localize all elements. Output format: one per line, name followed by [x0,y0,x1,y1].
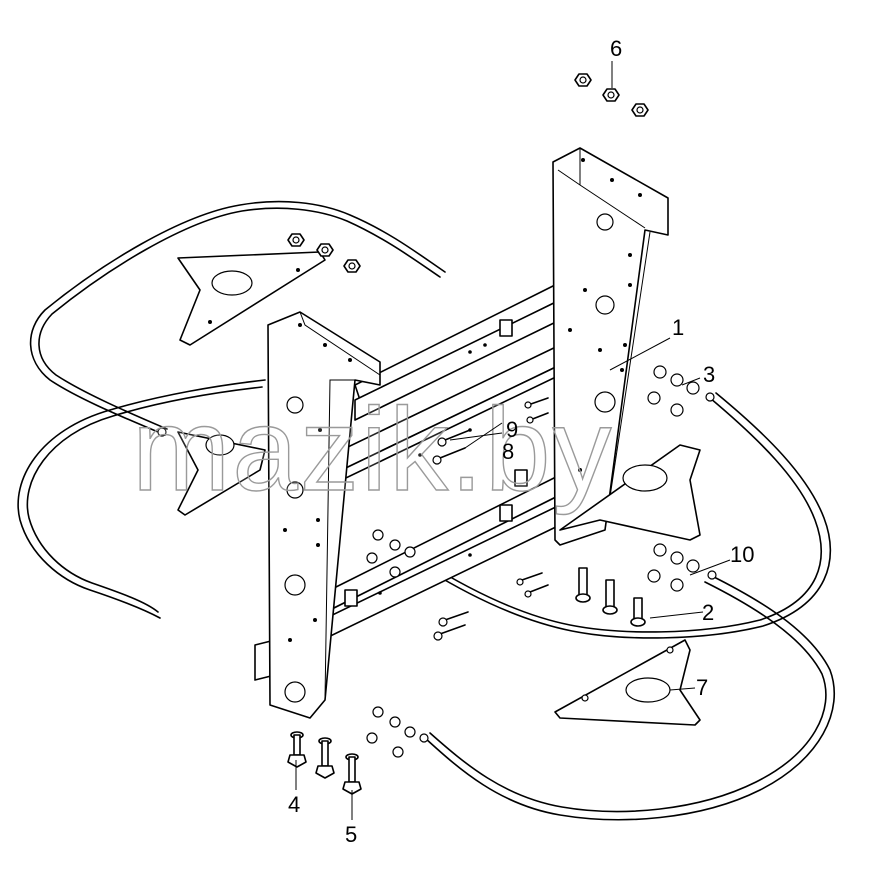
handle-end [157,427,167,437]
nuts-item-6 [574,73,649,117]
handle-loop-front-right [424,574,835,821]
bolts-item-2 [575,567,646,627]
handle-loop-front-left-inner [26,386,263,613]
foot-bracket-right [559,444,701,541]
handle-loop-front-left [17,379,266,619]
handle-loop-rear-left-inner [38,207,441,430]
frame-rails [254,284,561,681]
callout-label-10: 10 [730,542,754,567]
right-upright-part-1 [552,147,669,546]
handle-end [419,733,429,743]
foot-bracket-upper [177,251,326,346]
handle-loop-front-right-inner [429,581,827,813]
callout-label-5: 5 [345,822,357,847]
left-upright [267,311,381,719]
handle-loop-middle [424,397,822,633]
handle-end [705,392,715,402]
watermark: mazik.by [132,384,614,516]
callout-label-4: 4 [288,792,300,817]
callout-label-6: 6 [610,36,622,61]
leader-lines [295,61,731,820]
callout-label-9: 9 [506,417,518,442]
callout-label-2: 2 [702,600,714,625]
handle-loop-middle-inner [427,392,832,639]
handle-loop-rear-left [29,200,446,436]
bolts-item-4-5 [287,731,362,795]
washers-center [366,529,416,758]
callout-label-7: 7 [696,675,708,700]
callout-label-3: 3 [703,362,715,387]
callout-label-1: 1 [672,315,684,340]
nuts-upper-bracket [287,233,361,273]
foot-bracket-item-7 [554,639,701,726]
nuts-item-3 [647,365,700,417]
handle-end [707,570,717,580]
foot-bracket-left [177,431,266,516]
callout-label-8: 8 [502,439,514,464]
small-bolts-item-8-9 [432,397,549,641]
nuts-item-10 [647,543,700,592]
